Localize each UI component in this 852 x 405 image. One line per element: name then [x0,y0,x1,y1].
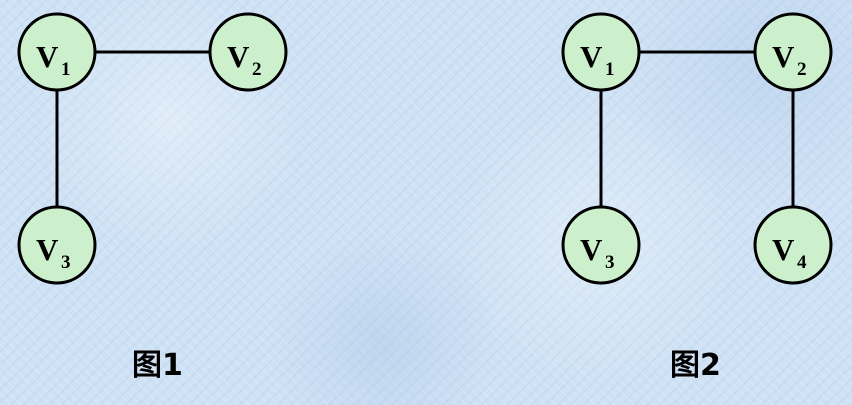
graph-figure-1: V 1 V 2 V 3 图1 [17,12,288,383]
node-v3-subscript: 3 [605,252,615,273]
figure-1-caption: 图1 [132,348,183,383]
node-v1: V 1 [17,12,97,92]
figure-2-caption: 图2 [670,348,721,383]
node-v3-letter: V [36,232,59,267]
node-v2-subscript: 2 [252,59,262,80]
node-v2: V 2 [753,12,833,92]
node-v3-letter: V [580,232,603,267]
node-v2-letter: V [772,39,795,74]
node-v3: V 3 [561,205,641,285]
graph-1-canvas: V 1 V 2 V 3 [17,12,288,285]
node-v1-subscript: 1 [605,59,615,80]
node-v1: V 1 [561,12,641,92]
graph-2-canvas: V 1 V 2 V 3 V 4 [561,12,833,285]
node-v2-subscript: 2 [797,59,807,80]
graph-figure-2: V 1 V 2 V 3 V 4 图2 [426,0,852,405]
node-v3: V 3 [17,205,97,285]
node-v3-subscript: 3 [61,252,71,273]
node-v1-letter: V [36,39,59,74]
node-v4-letter: V [772,232,795,267]
node-v4-subscript: 4 [797,252,807,273]
node-v1-letter: V [580,39,603,74]
node-v1-subscript: 1 [61,59,71,80]
node-v2: V 2 [208,12,288,92]
node-v4: V 4 [753,205,833,285]
node-v2-letter: V [227,39,250,74]
